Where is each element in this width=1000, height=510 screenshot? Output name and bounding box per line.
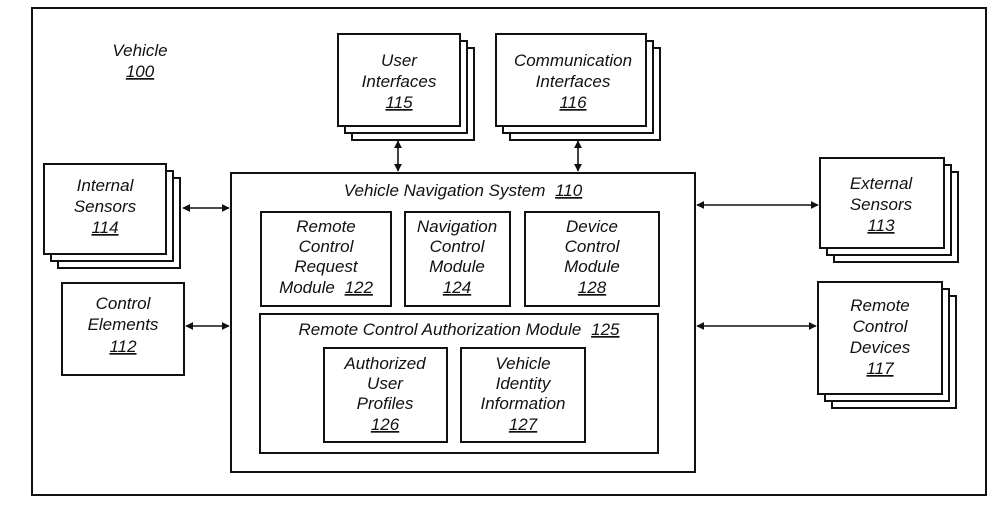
communication-interfaces-block: Communication Interfaces 116: [495, 33, 661, 141]
vehicle-ref: 100: [126, 62, 155, 81]
remote-control-request-label-1: Remote: [296, 217, 356, 236]
vehicle-title: Vehicle: [112, 41, 167, 60]
external-sensors-label-2: Sensors: [850, 195, 913, 214]
communication-interfaces-label-1: Communication: [514, 51, 632, 70]
device-control-label-2: Control: [565, 237, 621, 256]
vehicle-identity-information-block: Vehicle Identity Information 127: [460, 347, 586, 443]
device-control-label-3: Module: [564, 257, 620, 276]
svg-text:Remote Control Authorization M: Remote Control Authorization Module 125: [299, 320, 621, 339]
user-interfaces-label-2: Interfaces: [362, 72, 437, 91]
authorized-user-profiles-label-2: User: [367, 374, 404, 393]
authorized-user-profiles-ref: 126: [371, 415, 400, 434]
vehicle-identity-label-1: Vehicle: [495, 354, 550, 373]
remote-control-request-ref: 122: [345, 278, 374, 297]
internal-sensors-ref: 114: [91, 218, 118, 237]
navigation-control-label-1: Navigation: [417, 217, 497, 236]
remote-control-devices-ref: 117: [866, 359, 894, 378]
control-elements-block: Control Elements 112: [61, 282, 185, 376]
vehicle-identity-label-3: Information: [480, 394, 565, 413]
authorized-user-profiles-block: Authorized User Profiles 126: [323, 347, 448, 443]
remote-control-request-label-3: Request: [294, 257, 359, 276]
svg-text:Module 122: Module 122: [279, 278, 373, 297]
navigation-system-ref: 110: [555, 181, 583, 200]
user-interfaces-label-1: User: [381, 51, 418, 70]
internal-sensors-label-2: Sensors: [74, 197, 137, 216]
communication-interfaces-ref: 116: [559, 93, 587, 112]
navigation-system-title: Vehicle Navigation System: [344, 181, 546, 200]
control-elements-ref: 112: [109, 337, 137, 356]
navigation-control-label-2: Control: [430, 237, 486, 256]
device-control-label-1: Device: [566, 217, 618, 236]
device-control-module-block: Device Control Module 128: [524, 211, 660, 307]
user-interfaces-ref: 115: [385, 93, 413, 112]
authorization-module-title: Remote Control Authorization Module: [299, 320, 582, 339]
authorization-module-block: Remote Control Authorization Module 125: [259, 313, 659, 454]
remote-control-devices-block: Remote Control Devices 117: [817, 281, 957, 409]
communication-interfaces-label-2: Interfaces: [536, 72, 611, 91]
authorization-module-ref: 125: [591, 320, 620, 339]
external-sensors-block: External Sensors 113: [819, 157, 959, 263]
remote-control-devices-label-2: Control: [853, 317, 909, 336]
svg-text:Vehicle Navigation System: Vehicle Navigation System 110: [344, 181, 583, 200]
vehicle-frame: [31, 7, 987, 496]
navigation-control-label-3: Module: [429, 257, 485, 276]
remote-control-request-label-4: Module: [279, 278, 335, 297]
navigation-control-module-block: Navigation Control Module 124: [404, 211, 511, 307]
remote-control-devices-label-1: Remote: [850, 296, 910, 315]
remote-control-devices-label-3: Devices: [850, 338, 911, 357]
authorized-user-profiles-label-3: Profiles: [357, 394, 414, 413]
vehicle-identity-label-2: Identity: [496, 374, 552, 393]
remote-control-request-label-2: Control: [299, 237, 355, 256]
remote-control-request-module-block: Remote Control Request Module 122: [260, 211, 392, 307]
internal-sensors-label-1: Internal: [77, 176, 135, 195]
internal-sensors-block: Internal Sensors 114: [43, 163, 181, 269]
device-control-ref: 128: [578, 278, 607, 297]
user-interfaces-block: User Interfaces 115: [337, 33, 475, 141]
vehicle-identity-ref: 127: [509, 415, 538, 434]
authorized-user-profiles-label-1: Authorized: [343, 354, 426, 373]
navigation-control-ref: 124: [443, 278, 471, 297]
control-elements-label-1: Control: [96, 294, 152, 313]
control-elements-label-2: Elements: [88, 315, 159, 334]
external-sensors-ref: 113: [867, 216, 895, 235]
external-sensors-label-1: External: [850, 174, 914, 193]
